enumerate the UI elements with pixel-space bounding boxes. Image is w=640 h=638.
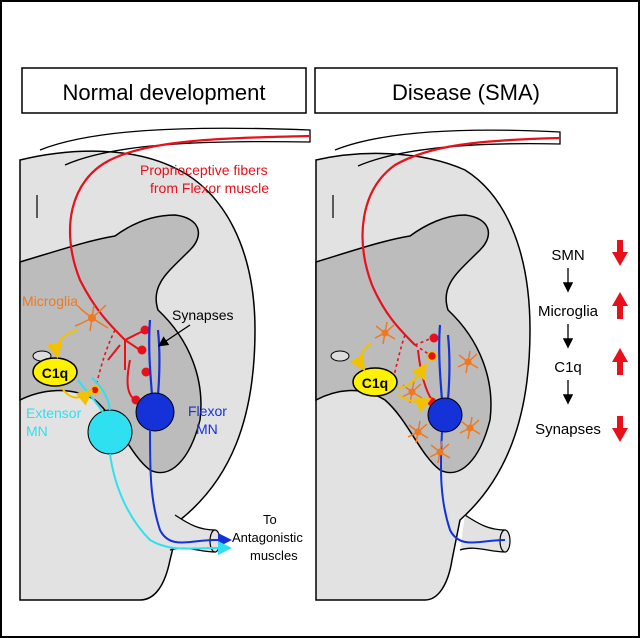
left-microglia-cell <box>74 304 109 332</box>
right-panel-title: Disease (SMA) <box>392 80 540 105</box>
right-synapse-bouton <box>426 350 438 362</box>
right-microglia-cell <box>407 420 429 444</box>
synapses-label: Synapses <box>172 307 233 323</box>
trend-up-arrow-icon <box>612 292 628 319</box>
extensor-label-line2: MN <box>26 423 48 439</box>
cascade-item-c1q: C1q <box>554 359 582 376</box>
right-microglia-cell <box>459 416 481 440</box>
left-title-box <box>21 67 307 114</box>
cascade-panel: SMN Microglia C1q Synapses <box>535 240 628 442</box>
flexor-label-line1: Flexor <box>188 403 227 419</box>
left-panel-title: Normal development <box>63 80 266 105</box>
left-panel: Normal development <box>19 67 311 601</box>
to-label-line1: To <box>263 512 277 527</box>
synapses-pointer <box>157 324 191 347</box>
cascade-item-synapses: Synapses <box>535 421 601 438</box>
proprioceptive-label-line1: Proprioceptive fibers <box>140 162 268 178</box>
left-dorsal-root <box>39 127 311 166</box>
left-flexor-mn <box>135 392 175 432</box>
right-flexor-mn <box>427 397 463 433</box>
right-microglia-cell <box>401 380 423 404</box>
extensor-label-line1: Extensor <box>26 405 82 421</box>
left-c1q-label: C1q <box>42 365 68 381</box>
right-panel: Disease (SMA) <box>314 67 618 601</box>
flexor-label-line2: MN <box>196 421 218 437</box>
trend-up-arrow-icon <box>612 348 628 375</box>
trend-down-arrow-icon <box>612 240 628 266</box>
right-microglia-cell <box>374 321 396 345</box>
left-extensor-mn <box>87 409 133 455</box>
right-microglia-cell <box>429 440 451 464</box>
left-synapse-bouton <box>137 345 147 355</box>
proprioceptive-label-line2: from Flexor muscle <box>150 180 269 196</box>
right-proprioceptive-fiber <box>361 136 561 346</box>
microglia-label: Microglia <box>22 293 78 309</box>
to-label-line3: muscles <box>250 548 298 563</box>
left-proprioceptive-fiber <box>68 134 311 341</box>
left-synapse-bouton <box>141 367 151 377</box>
trend-down-arrow-icon <box>612 416 628 442</box>
right-dorsal-root <box>334 129 561 167</box>
right-c1q-label: C1q <box>362 375 388 391</box>
left-synapse-bouton <box>140 325 150 335</box>
right-central-canal <box>330 350 350 362</box>
right-microglia-cell <box>457 350 479 374</box>
to-label-line2: Antagonistic <box>232 530 303 545</box>
cascade-item-smn: SMN <box>551 247 584 264</box>
right-title-box <box>314 67 618 114</box>
cascade-item-microglia: Microglia <box>538 303 599 320</box>
right-c1q-bubble <box>352 367 398 397</box>
right-synapse-bouton <box>429 333 439 343</box>
